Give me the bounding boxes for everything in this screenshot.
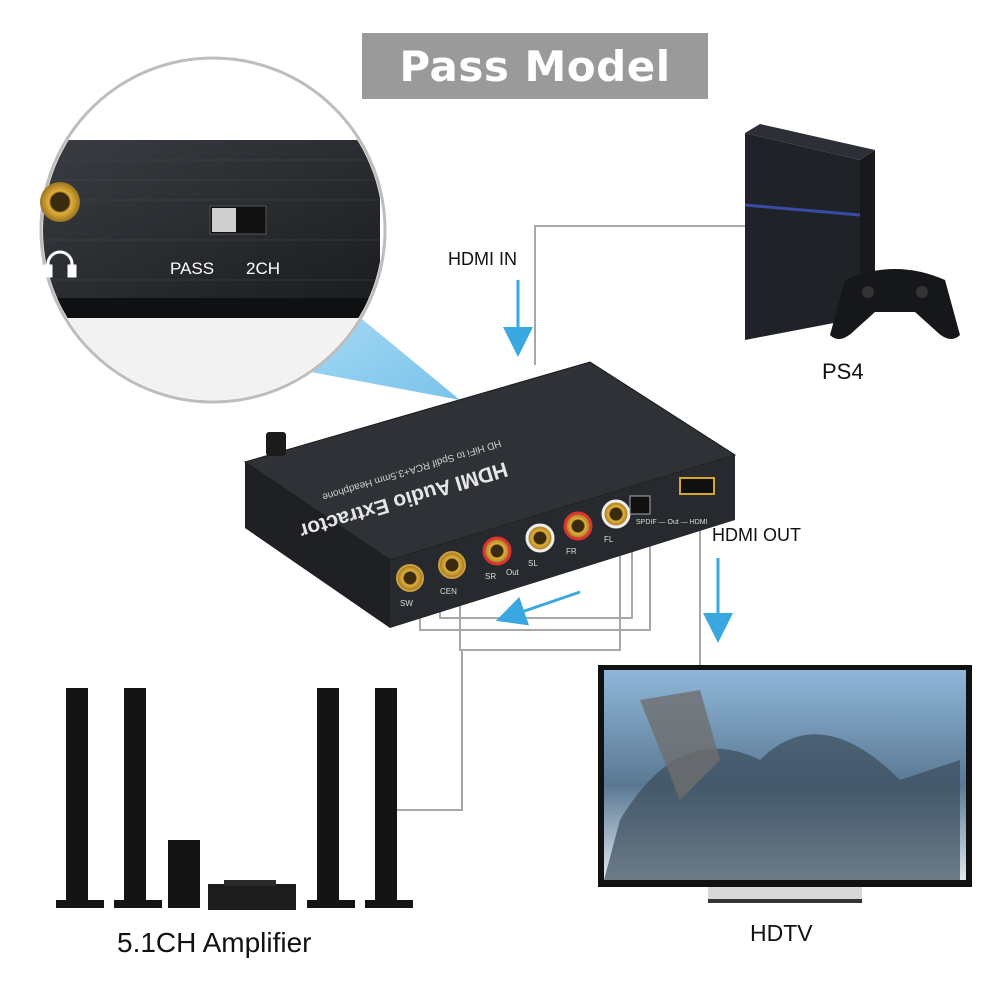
port-label-fr: FR bbox=[566, 547, 577, 556]
port-label-cen: CEN bbox=[440, 587, 457, 596]
port-sw[interactable] bbox=[396, 564, 424, 592]
port-fr[interactable] bbox=[563, 511, 593, 541]
headphone-icon bbox=[43, 250, 77, 278]
port-label-sl: SL bbox=[528, 559, 538, 568]
out-label: Out bbox=[506, 568, 520, 577]
port-cen[interactable] bbox=[438, 551, 466, 579]
speaker-tower-1 bbox=[66, 688, 88, 900]
speaker-tower-4 bbox=[375, 688, 397, 900]
amplifier-line bbox=[395, 650, 463, 811]
spdif-port[interactable] bbox=[629, 495, 651, 515]
switch-pass-label: PASS bbox=[170, 259, 214, 278]
port-label-sr: SR bbox=[485, 572, 496, 581]
zoom-panel: PASS 2CH bbox=[39, 56, 387, 404]
amplifier-unit bbox=[208, 884, 296, 910]
port-label-fl: FL bbox=[604, 535, 614, 544]
speaker-system bbox=[56, 688, 413, 910]
title-banner: Pass Model bbox=[362, 33, 708, 99]
port-fl[interactable] bbox=[601, 499, 631, 529]
mode-switch-knob bbox=[212, 208, 236, 232]
spdif-hdmi-label: SPDIF — Out — HDMI bbox=[636, 519, 708, 526]
volume-knob[interactable] bbox=[266, 432, 286, 456]
hdmi-in-label: HDMI IN bbox=[448, 249, 517, 269]
speaker-tower-2 bbox=[124, 688, 146, 900]
hdmi-out-label: HDMI OUT bbox=[712, 525, 801, 545]
ps4-label: PS4 bbox=[822, 359, 864, 384]
audio-extractor-device: HDMI Audio Extractor HD HiFi to Spdif RC… bbox=[243, 361, 737, 628]
speaker-tower-3 bbox=[317, 688, 339, 900]
center-speaker bbox=[168, 840, 200, 908]
port-sr[interactable] bbox=[482, 536, 512, 566]
page-title: Pass Model bbox=[399, 41, 671, 91]
switch-2ch-label: 2CH bbox=[246, 259, 280, 278]
amplifier-label: 5.1CH Amplifier bbox=[117, 927, 312, 958]
hdmi-in-line bbox=[534, 225, 745, 365]
hdtv bbox=[598, 665, 972, 903]
rca-line-3 bbox=[459, 540, 621, 651]
hdmi-port[interactable] bbox=[679, 477, 715, 495]
port-label-sw: SW bbox=[400, 599, 413, 608]
ps4-controller bbox=[830, 269, 960, 339]
audio-out-arrow bbox=[495, 590, 581, 626]
headphone-jack bbox=[40, 182, 80, 222]
ps4-console bbox=[744, 124, 960, 340]
hdtv-label: HDTV bbox=[750, 920, 813, 946]
port-sl[interactable] bbox=[525, 523, 555, 553]
